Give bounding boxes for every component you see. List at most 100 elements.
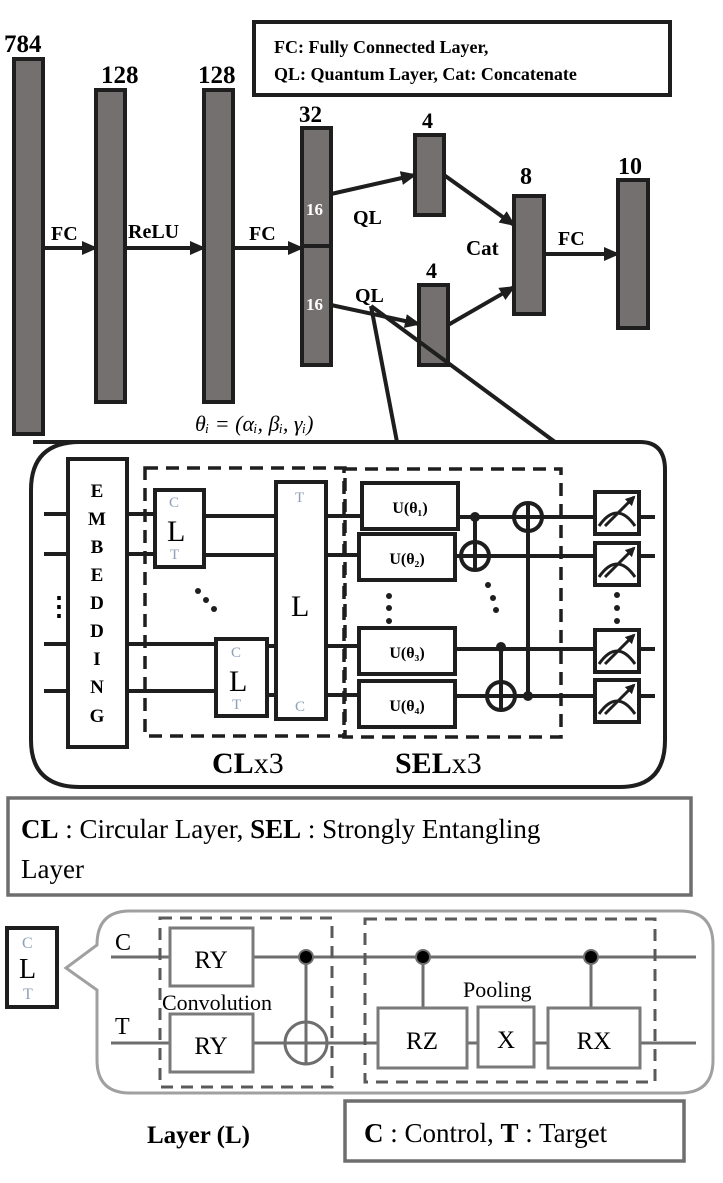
arrow-ql-top bbox=[330, 171, 417, 196]
layer-bar-8 bbox=[512, 194, 546, 316]
top-legend: FC: Fully Connected Layer, QL: Quantum L… bbox=[252, 20, 672, 97]
embedding-letter: N bbox=[90, 677, 104, 698]
u-gate-1 bbox=[360, 481, 460, 531]
bottom-legend-text: C : Control, T : Target bbox=[364, 1118, 608, 1148]
ry-gate-top bbox=[168, 926, 255, 988]
layer-icon-label: L bbox=[19, 954, 36, 985]
embedding-label: E M B E D D I N G bbox=[88, 481, 106, 727]
layer-bar-10 bbox=[616, 178, 650, 330]
bottom-legend: C : Control, T : Target bbox=[343, 1099, 686, 1163]
u-gate-4 bbox=[357, 679, 457, 729]
embedding-letter: M bbox=[88, 509, 106, 530]
edge-label-fc3: FC bbox=[558, 228, 585, 250]
u-gate-label: U(θ₄) bbox=[389, 698, 424, 715]
crz-control-dot bbox=[415, 949, 431, 965]
u-gate-label: U(θ₂) bbox=[389, 551, 424, 568]
embedding-letter: E bbox=[91, 565, 104, 586]
layer-icon-box bbox=[5, 926, 59, 1009]
cl-gate-wrap bbox=[274, 480, 328, 721]
rz-gate bbox=[376, 1006, 469, 1070]
diagonal-ellipsis-dot bbox=[195, 588, 201, 594]
convolution-label: Convolution bbox=[162, 990, 272, 1015]
rx-gate-label: RX bbox=[577, 1028, 612, 1055]
control-label: C bbox=[231, 645, 241, 661]
diagonal-ellipsis-dot bbox=[203, 597, 209, 603]
wire-label-control: C bbox=[115, 930, 131, 956]
layer-size-label: 128 bbox=[198, 62, 236, 89]
sel-label-rest: x3 bbox=[452, 747, 482, 780]
theta-formula: θᵢ = (αᵢ, βᵢ, γᵢ) bbox=[195, 411, 313, 436]
embedding-letter: D bbox=[90, 621, 104, 642]
middle-legend: CL : Circular Layer, SEL : Strongly Enta… bbox=[6, 796, 693, 897]
arrow-cat-top bbox=[442, 173, 516, 227]
measurement-icon bbox=[593, 628, 655, 674]
cl-dashed-block bbox=[143, 466, 347, 738]
layer-size-label: 128 bbox=[101, 62, 139, 89]
control-definition: : Control, bbox=[384, 1118, 501, 1148]
top-legend-line2: QL: Quantum Layer, Cat: Concatenate bbox=[274, 64, 577, 84]
control-label: C bbox=[169, 495, 179, 511]
layer-bar-4-top bbox=[413, 133, 446, 217]
cl-gate-bottom bbox=[214, 637, 269, 718]
ry-gate-bottom bbox=[168, 1012, 255, 1074]
layer-gate-label: L bbox=[291, 590, 309, 623]
cnot-control-dot bbox=[298, 949, 314, 965]
measurement-icon bbox=[593, 678, 655, 724]
wire-label-target: T bbox=[115, 1014, 130, 1040]
vertical-ellipsis bbox=[614, 592, 620, 624]
embedding-block bbox=[66, 457, 129, 749]
embedding-letter: D bbox=[90, 593, 104, 614]
arrow-ql-bottom bbox=[330, 303, 421, 328]
layer-gate-label: L bbox=[167, 515, 185, 548]
layer-size-label: 4 bbox=[426, 258, 437, 283]
layer-size-label: 32 bbox=[299, 102, 322, 127]
control-label: C bbox=[295, 699, 305, 715]
bottom-legend-box bbox=[343, 1099, 686, 1163]
x-gate bbox=[476, 1005, 536, 1069]
embedding-letter: B bbox=[91, 537, 104, 558]
measurement-icon bbox=[593, 541, 655, 587]
diagonal-ellipsis-dot bbox=[493, 607, 499, 613]
rz-gate-label: RZ bbox=[406, 1028, 438, 1055]
control-abbrev: C bbox=[364, 1118, 384, 1148]
edge-label-fc1: FC bbox=[51, 223, 78, 245]
arrow-cat-bottom bbox=[447, 285, 516, 327]
edge-label-ql-top: QL bbox=[353, 207, 382, 229]
diagonal-ellipsis-dot bbox=[490, 595, 496, 601]
layer-caption: Layer (L) bbox=[147, 1122, 250, 1149]
quantum-circuit-panel: ⋮ E M B E D D I N G C L T bbox=[29, 440, 667, 789]
cl-label-rest: x3 bbox=[254, 747, 284, 780]
network-edges: FC ReLU FC QL QL Cat FC bbox=[43, 171, 620, 328]
target-label: T bbox=[23, 986, 33, 1003]
cl-definition: : Circular Layer, bbox=[59, 814, 251, 844]
embedding-letter: I bbox=[93, 649, 100, 670]
sel-repeat-label: SELx3 bbox=[395, 747, 482, 780]
layer-size-label: 10 bbox=[618, 154, 642, 180]
sel-label-bold: SEL bbox=[395, 747, 452, 780]
pooling-block bbox=[363, 917, 657, 1084]
embedding-letter: G bbox=[90, 706, 105, 727]
layer-gate-label: L bbox=[229, 665, 247, 698]
split-label-top: 16 bbox=[306, 200, 323, 219]
middle-legend-line1: CL : Circular Layer, SEL : Strongly Enta… bbox=[21, 814, 540, 844]
rx-gate bbox=[546, 1006, 642, 1070]
callout-line-right bbox=[369, 304, 557, 444]
pooling-label: Pooling bbox=[463, 977, 531, 1002]
target-label: T bbox=[170, 547, 179, 563]
layer-size-label: 784 bbox=[4, 31, 42, 58]
edge-label-cat: Cat bbox=[466, 236, 499, 260]
target-definition: : Target bbox=[519, 1118, 608, 1148]
layer-size-label: 4 bbox=[422, 108, 433, 133]
u-gate-label: U(θ₁) bbox=[392, 500, 427, 517]
u-gate-label: U(θ₃) bbox=[389, 645, 424, 662]
diagonal-ellipsis-dot bbox=[211, 606, 217, 612]
embedding-letter: E bbox=[91, 481, 104, 502]
split-label-bottom: 16 bbox=[306, 295, 323, 314]
cl-label-bold: CL bbox=[212, 747, 254, 780]
top-legend-box bbox=[252, 20, 672, 97]
edge-label-relu: ReLU bbox=[128, 221, 179, 243]
layer-detail: C L T C T RY RY Convolution Pooling RZ X bbox=[5, 909, 715, 1149]
layer-bar-128b bbox=[202, 88, 235, 404]
target-label: T bbox=[232, 697, 241, 713]
